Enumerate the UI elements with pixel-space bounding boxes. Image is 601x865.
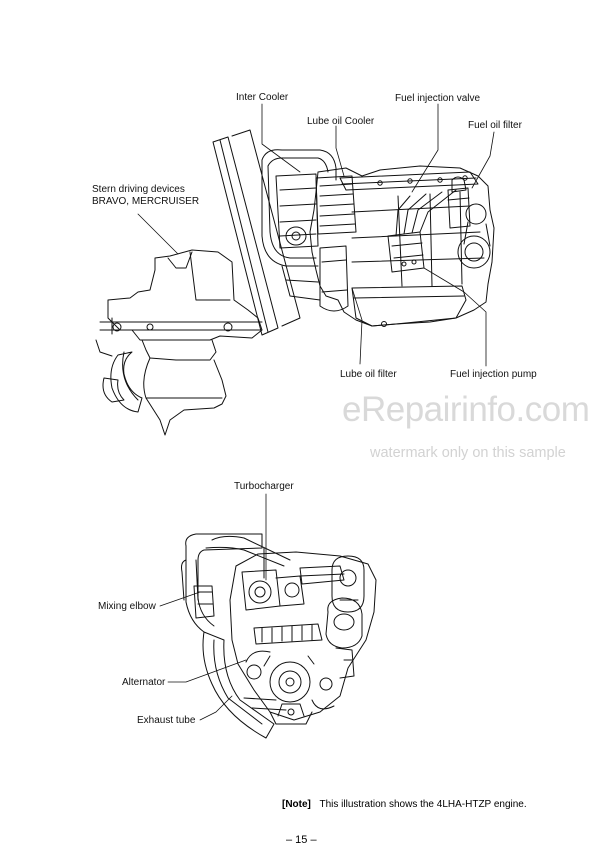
leader-lube-oil-cooler [335, 125, 345, 177]
label-lube-oil-filter: Lube oil filter [340, 369, 397, 380]
label-mixing-elbow: Mixing elbow [98, 601, 156, 612]
stern-drive-unit [95, 249, 263, 436]
label-fuel-injection-valve: Fuel injection valve [395, 93, 481, 104]
label-fuel-oil-filter: Fuel oil filter [468, 120, 522, 131]
transom-plate [212, 129, 301, 336]
label-inter-cooler: Inter Cooler [236, 92, 289, 103]
label-fuel-injection-pump: Fuel injection pump [450, 369, 537, 380]
note-text: This illustration shows the 4LHA-HTZP en… [319, 799, 527, 810]
label-turbocharger: Turbocharger [234, 481, 294, 492]
engine-block [309, 165, 495, 327]
page-number: – 15 – [286, 834, 317, 846]
figure-note: [Note] This illustration shows the 4LHA-… [282, 799, 527, 810]
watermark-subtitle: watermark only on this sample [370, 445, 566, 461]
leader-fuel-injection-valve [411, 103, 439, 193]
leader-fuel-oil-filter [471, 131, 495, 189]
label-stern-driving-devices: Stern driving devices BRAVO, MERCRUISER [92, 184, 200, 207]
leader-alternator [167, 659, 247, 683]
exhaust-riser [181, 533, 287, 739]
intercooler-assembly [261, 149, 357, 312]
bottom-leader-lines [159, 493, 267, 721]
leader-mixing-elbow [159, 591, 201, 607]
label-exhaust-tube: Exhaust tube [137, 715, 196, 726]
leader-stern-drive [137, 213, 179, 255]
leader-fuel-injection-pump [423, 267, 487, 367]
leader-exhaust-tube [199, 695, 233, 721]
leader-lube-oil-filter [351, 287, 363, 365]
label-alternator: Alternator [122, 677, 166, 688]
note-tag: [Note] [282, 799, 311, 810]
leader-inter-cooler [261, 103, 301, 173]
engine-rear-body [205, 535, 377, 725]
top-leader-lines [137, 103, 495, 367]
watermark-title: eRepairinfo.com [342, 390, 590, 429]
label-lube-oil-cooler: Lube oil Cooler [307, 116, 375, 127]
